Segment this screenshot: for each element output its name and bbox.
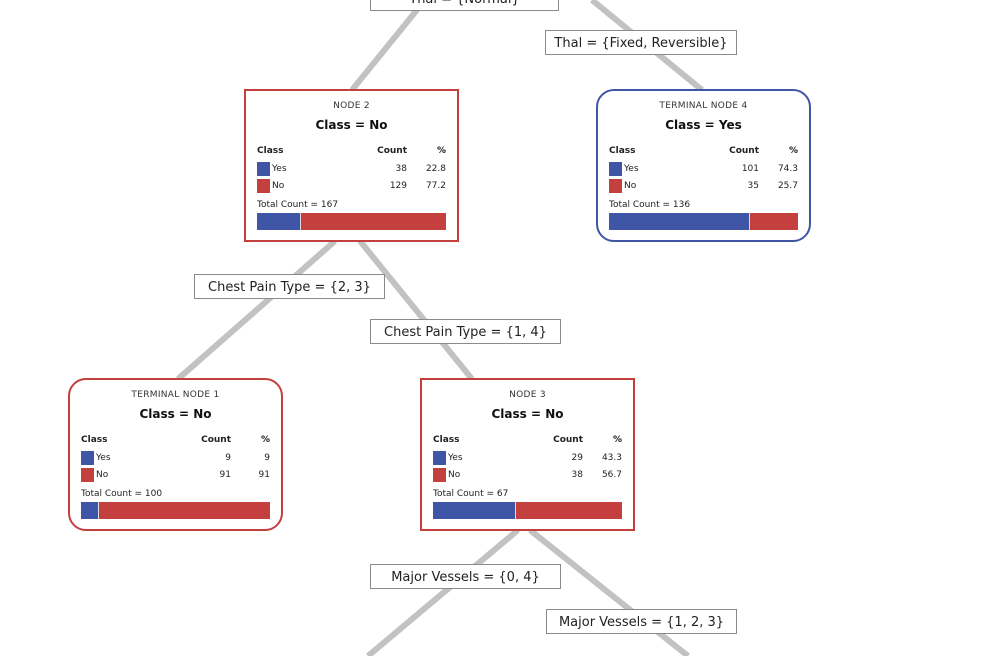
class-distribution-bar bbox=[257, 213, 446, 230]
split-label-thal-normal: Thal = {Normal} bbox=[370, 0, 559, 11]
row-label: No bbox=[96, 470, 109, 480]
row-label: Yes bbox=[272, 164, 287, 174]
table-header: Class Count% bbox=[257, 144, 446, 158]
class-row-yes: Yes 9 9 bbox=[81, 451, 270, 465]
row-label: Yes bbox=[448, 453, 463, 463]
swatch-yes-icon bbox=[257, 162, 270, 176]
total-count: Total Count = 100 bbox=[81, 489, 163, 499]
row-percent: 74.3 bbox=[777, 164, 798, 174]
node-class: Class = Yes bbox=[665, 118, 742, 132]
swatch-no-icon bbox=[257, 179, 270, 193]
split-label-major-vessels-1-2-3: Major Vessels = {1, 2, 3} bbox=[546, 609, 737, 634]
split-label-chest-pain-1-4: Chest Pain Type = {1, 4} bbox=[370, 319, 561, 344]
split-label-major-vessels-0-4: Major Vessels = {0, 4} bbox=[370, 564, 561, 589]
row-label: Yes bbox=[624, 164, 639, 174]
total-count: Total Count = 136 bbox=[609, 200, 691, 210]
header-count: Count bbox=[377, 146, 407, 156]
swatch-yes-icon bbox=[81, 451, 94, 465]
class-row-yes: Yes 101 74.3 bbox=[609, 162, 798, 176]
row-count: 38 bbox=[395, 164, 407, 174]
header-class: Class bbox=[257, 146, 284, 156]
row-percent: 77.2 bbox=[425, 181, 446, 191]
header-percent: % bbox=[612, 435, 622, 445]
class-row-no: No 129 77.2 bbox=[257, 179, 446, 193]
node-title: TERMINAL NODE 1 bbox=[131, 390, 220, 400]
row-count: 38 bbox=[571, 470, 583, 480]
header-class: Class bbox=[81, 435, 108, 445]
row-percent: 25.7 bbox=[777, 181, 798, 191]
bar-segment-no bbox=[99, 502, 270, 519]
node-class: Class = No bbox=[315, 118, 388, 132]
edge-node2-node1 bbox=[176, 238, 337, 382]
node-class: Class = No bbox=[491, 407, 564, 421]
swatch-no-icon bbox=[433, 468, 446, 482]
row-percent: 22.8 bbox=[425, 164, 446, 174]
row-percent: 43.3 bbox=[601, 453, 622, 463]
header-percent: % bbox=[788, 146, 798, 156]
edge-root-node2 bbox=[349, 0, 428, 92]
split-label-chest-pain-2-3: Chest Pain Type = {2, 3} bbox=[194, 274, 385, 299]
class-row-yes: Yes 29 43.3 bbox=[433, 451, 622, 465]
node-title: NODE 3 bbox=[509, 390, 546, 400]
swatch-yes-icon bbox=[609, 162, 622, 176]
header-percent: % bbox=[436, 146, 446, 156]
node-3[interactable]: NODE 3 Class = No Class Count% Yes 29 43.… bbox=[420, 378, 635, 531]
header-percent: % bbox=[260, 435, 270, 445]
bar-segment-no bbox=[515, 502, 622, 519]
class-row-no: No 35 25.7 bbox=[609, 179, 798, 193]
bar-segment-yes bbox=[433, 502, 516, 519]
class-distribution-bar bbox=[609, 213, 798, 230]
bar-segment-yes bbox=[257, 213, 302, 230]
bar-segment-yes bbox=[609, 213, 751, 230]
row-count: 29 bbox=[571, 453, 583, 463]
node-2[interactable]: NODE 2 Class = No Class Count% Yes 38 22.… bbox=[244, 89, 459, 242]
total-count: Total Count = 167 bbox=[257, 200, 339, 210]
edge-node3-right bbox=[528, 527, 690, 656]
split-label-thal-fixed-reversible: Thal = {Fixed, Reversible} bbox=[545, 30, 737, 55]
row-count: 129 bbox=[389, 181, 407, 191]
row-count: 91 bbox=[219, 470, 231, 480]
header-count: Count bbox=[729, 146, 759, 156]
row-count: 101 bbox=[741, 164, 759, 174]
total-count: Total Count = 67 bbox=[433, 489, 509, 499]
header-count: Count bbox=[553, 435, 583, 445]
swatch-no-icon bbox=[81, 468, 94, 482]
class-row-no: No 38 56.7 bbox=[433, 468, 622, 482]
node-title: NODE 2 bbox=[333, 101, 370, 111]
table-header: Class Count% bbox=[609, 144, 798, 158]
table-header: Class Count% bbox=[81, 433, 270, 447]
node-title: TERMINAL NODE 4 bbox=[659, 101, 748, 111]
header-count: Count bbox=[201, 435, 231, 445]
bar-segment-yes bbox=[81, 502, 99, 519]
edge-node2-node3 bbox=[357, 239, 475, 381]
bar-segment-no bbox=[750, 213, 798, 230]
row-count: 35 bbox=[747, 181, 759, 191]
class-distribution-bar bbox=[433, 502, 622, 519]
class-row-yes: Yes 38 22.8 bbox=[257, 162, 446, 176]
row-label: No bbox=[624, 181, 637, 191]
row-percent: 56.7 bbox=[601, 470, 622, 480]
row-count: 9 bbox=[225, 453, 231, 463]
table-header: Class Count% bbox=[433, 433, 622, 447]
node-class: Class = No bbox=[139, 407, 212, 421]
header-class: Class bbox=[433, 435, 460, 445]
swatch-no-icon bbox=[609, 179, 622, 193]
row-label: No bbox=[272, 181, 285, 191]
row-percent: 9 bbox=[264, 453, 270, 463]
row-percent: 91 bbox=[258, 470, 270, 480]
row-label: No bbox=[448, 470, 461, 480]
row-label: Yes bbox=[96, 453, 111, 463]
edge-node3-left bbox=[366, 527, 520, 656]
bar-segment-no bbox=[301, 213, 446, 230]
header-class: Class bbox=[609, 146, 636, 156]
class-distribution-bar bbox=[81, 502, 270, 519]
terminal-node-1[interactable]: TERMINAL NODE 1 Class = No Class Count% Y… bbox=[68, 378, 283, 531]
class-row-no: No 91 91 bbox=[81, 468, 270, 482]
swatch-yes-icon bbox=[433, 451, 446, 465]
